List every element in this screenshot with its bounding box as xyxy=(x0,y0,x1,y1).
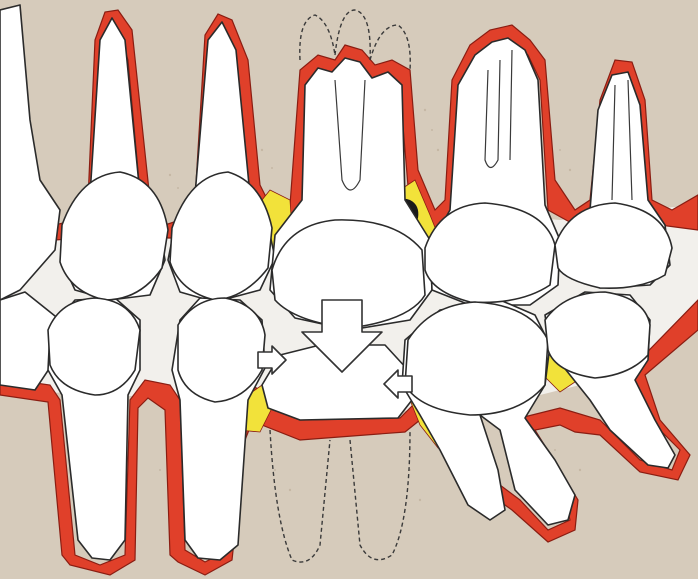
lower-crown-incisor-cusp xyxy=(48,298,140,395)
lower-crown-molar-distal-cusp xyxy=(545,292,650,378)
lower-crown-molar-tilted-cusp xyxy=(405,302,548,415)
upper-crown-molar-1-cusp xyxy=(425,203,555,302)
